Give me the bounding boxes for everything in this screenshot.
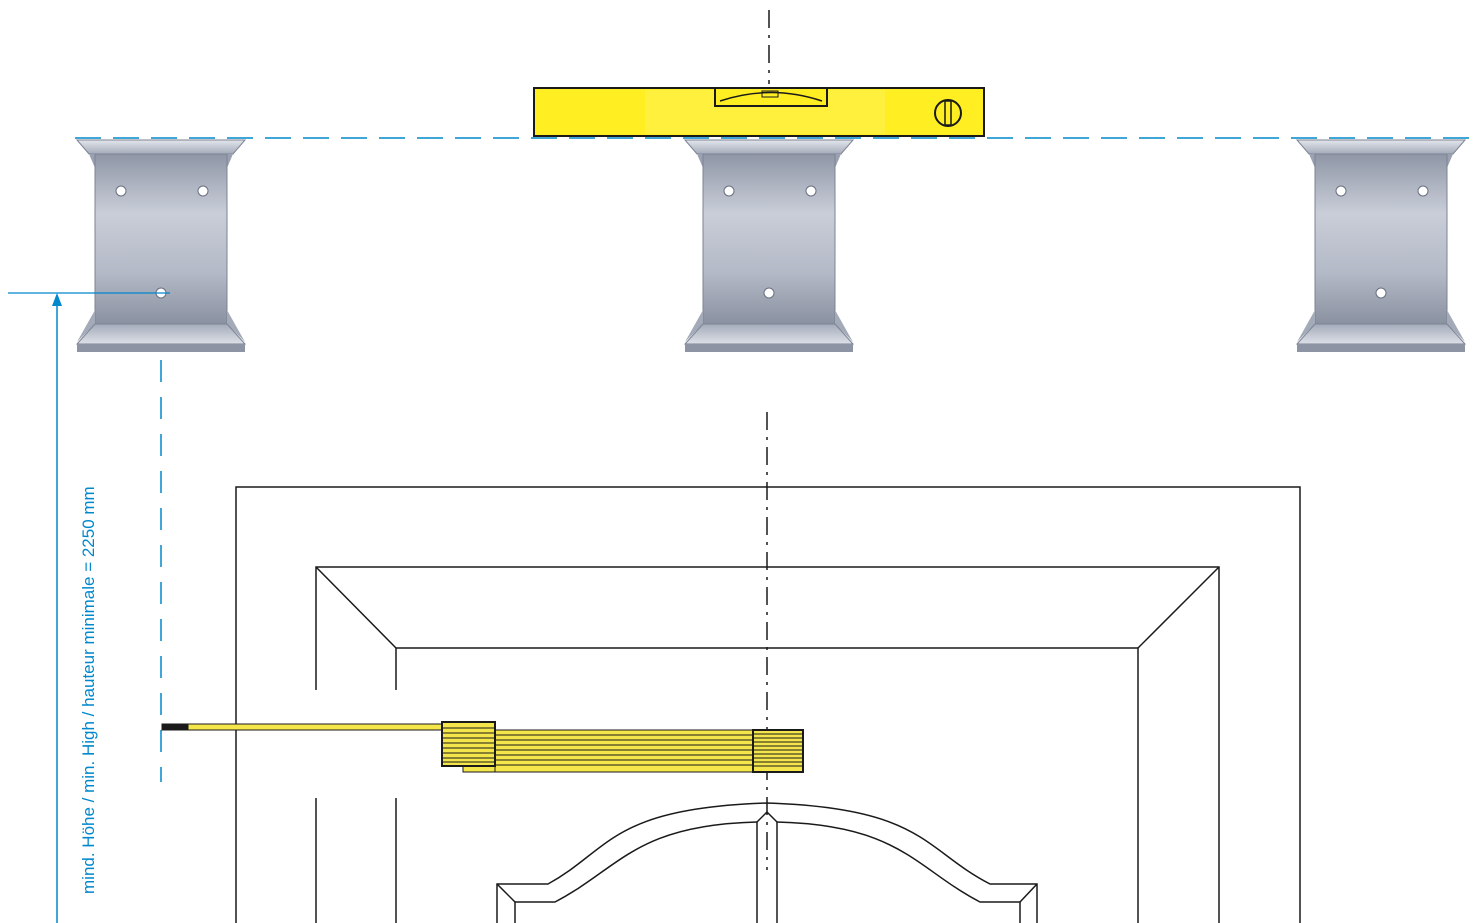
spirit-level-icon [533,87,985,137]
cabinet-frame [235,486,1301,923]
bracket-left [76,139,246,353]
folding-ruler-icon [161,721,804,773]
bracket-center [684,139,854,353]
dimension-label: mind. Höhe / min. High / hauteur minimal… [79,486,98,894]
height-dimension [8,292,170,923]
arched-door-panel [496,802,1038,923]
bracket-right [1296,139,1466,353]
